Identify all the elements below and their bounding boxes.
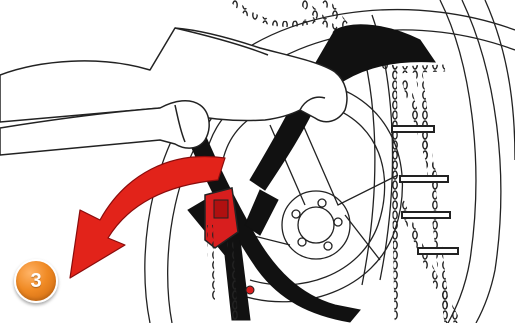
- rotation-arrow-icon: [69, 156, 226, 279]
- step-badge: 3: [14, 259, 58, 303]
- step-number: 3: [30, 270, 42, 292]
- hands: [0, 27, 348, 156]
- chain-tensioner: [204, 187, 255, 321]
